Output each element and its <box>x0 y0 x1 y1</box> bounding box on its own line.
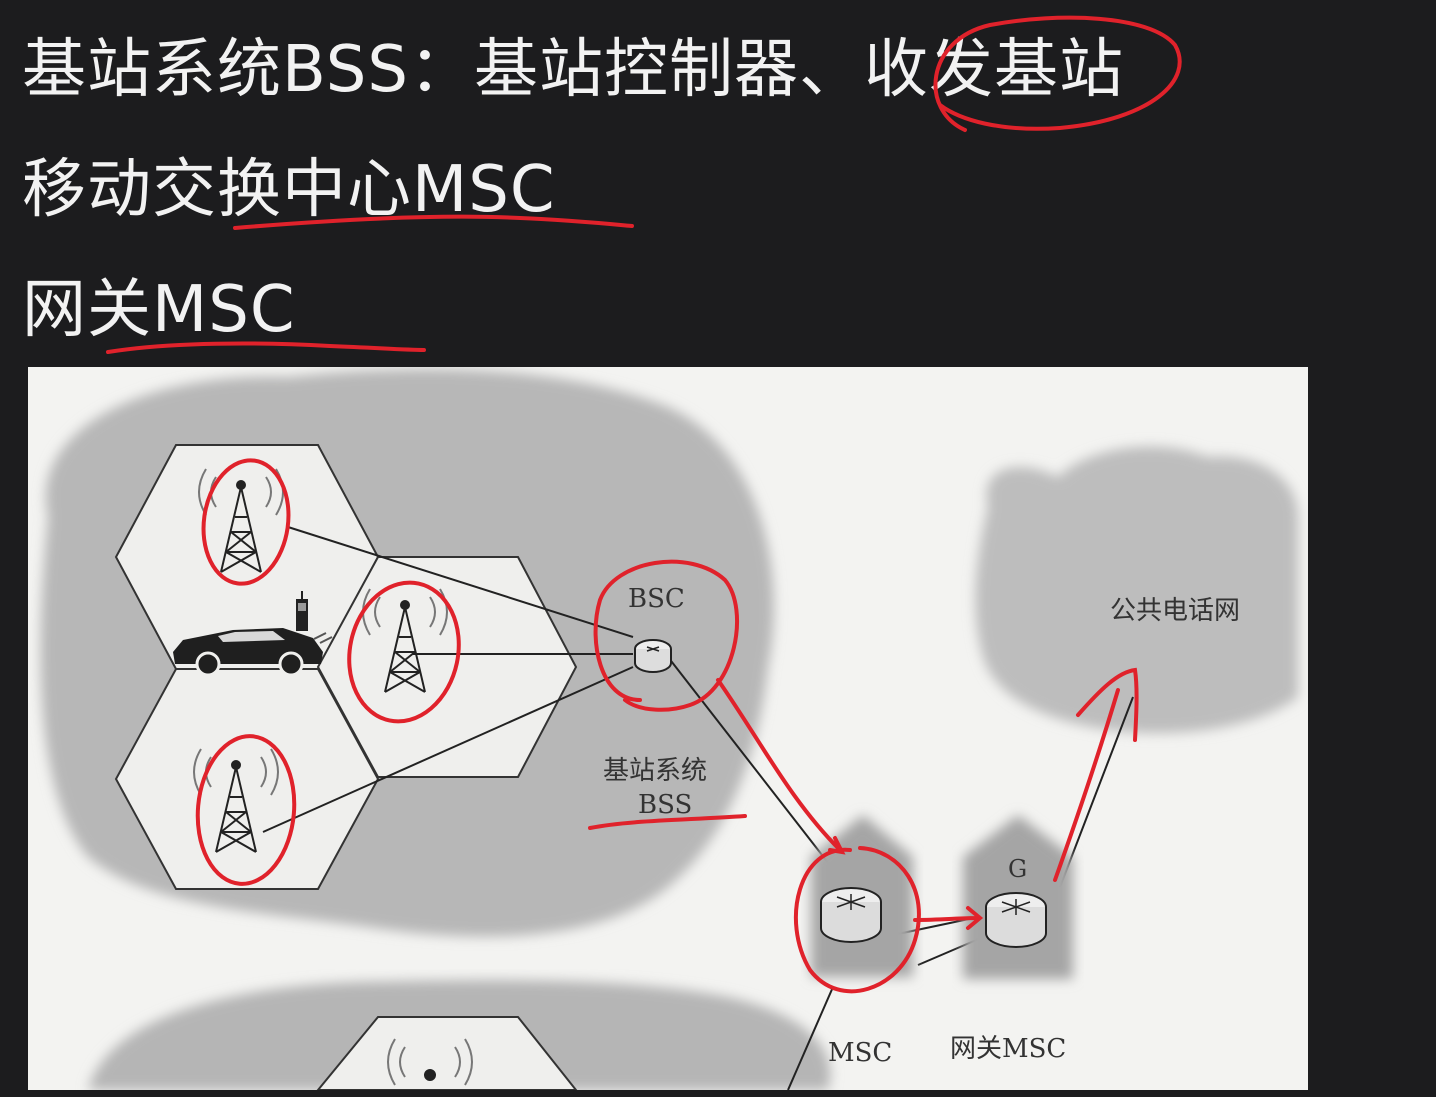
network-diagram: BSC 基站系统 BSS MSC G 网关MSC 公共电话网 <box>28 367 1308 1090</box>
bss-label-cn: 基站系统 <box>603 756 707 786</box>
heading-line-bss: 基站系统BSS：基站控制器、收发基站 <box>22 33 1125 107</box>
diagram-canvas: BSC 基站系统 BSS MSC G 网关MSC 公共电话网 <box>40 369 1298 1090</box>
heading-line-msc: 移动交换中心MSC <box>22 153 556 227</box>
tower-icon <box>387 1038 473 1086</box>
msc-label: MSC <box>828 1038 892 1068</box>
gateway-router-icon <box>985 892 1047 948</box>
car-icon <box>173 628 323 677</box>
pstn-cloud <box>975 446 1298 734</box>
bsc-router-icon <box>634 639 672 673</box>
msc-router-icon <box>820 887 882 943</box>
bsc-label: BSC <box>628 584 685 614</box>
mobile-phone-icon <box>296 591 333 644</box>
pstn-label: 公共电话网 <box>1110 596 1240 626</box>
bss-label-en: BSS <box>638 790 692 820</box>
heading-line-gateway-msc: 网关MSC <box>22 273 296 347</box>
gateway-msc-label: 网关MSC <box>950 1034 1066 1064</box>
g-label: G <box>1008 855 1027 883</box>
cell-lower <box>316 1016 578 1090</box>
